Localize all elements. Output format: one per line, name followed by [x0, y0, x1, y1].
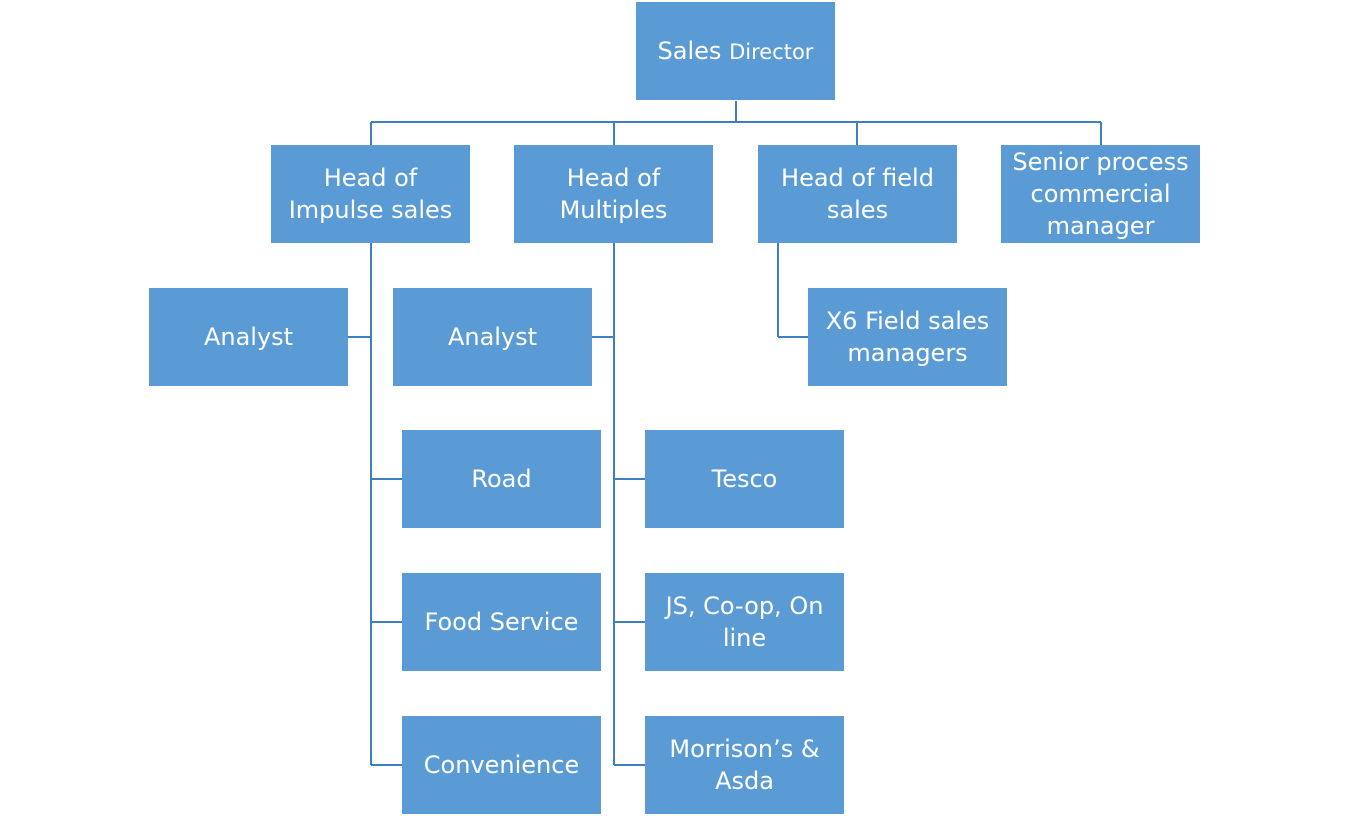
node-multiples-analyst-label: Analyst [447, 323, 538, 351]
node-senior-process: Senior process commercial manager [1001, 145, 1200, 243]
node-food-service-label: Food Service [424, 608, 579, 636]
node-head-field: Head of field sales [758, 145, 957, 243]
node-morrisons-asda-label: Morrison’s & Asda [669, 735, 820, 795]
node-head-impulse-label: Head of Impulse sales [288, 164, 453, 224]
node-road-label: Road [471, 465, 532, 493]
node-impulse-analyst: Analyst [149, 288, 348, 386]
node-convenience-label: Convenience [423, 751, 580, 779]
node-head-multiples: Head of Multiples [514, 145, 713, 243]
node-tesco: Tesco [645, 430, 844, 528]
node-field-managers: X6 Field sales managers [808, 288, 1007, 386]
node-field-managers-label: X6 Field sales managers [825, 307, 990, 367]
node-js-coop-online-label: JS, Co-op, On line [665, 592, 824, 652]
node-sales-director-label-main: Sales [657, 36, 722, 65]
node-tesco-label: Tesco [711, 465, 778, 493]
node-head-field-label: Head of field sales [781, 164, 934, 224]
node-senior-process-label: Senior process commercial manager [1012, 148, 1189, 240]
node-sales-director: Sales Director [636, 2, 835, 100]
node-sales-director-label-small: Director [729, 39, 814, 64]
node-multiples-analyst: Analyst [393, 288, 592, 386]
node-head-impulse: Head of Impulse sales [271, 145, 470, 243]
node-head-multiples-label: Head of Multiples [559, 164, 668, 224]
node-convenience: Convenience [402, 716, 601, 814]
node-js-coop-online: JS, Co-op, On line [645, 573, 844, 671]
node-impulse-analyst-label: Analyst [203, 323, 294, 351]
node-road: Road [402, 430, 601, 528]
node-morrisons-asda: Morrison’s & Asda [645, 716, 844, 814]
node-food-service: Food Service [402, 573, 601, 671]
